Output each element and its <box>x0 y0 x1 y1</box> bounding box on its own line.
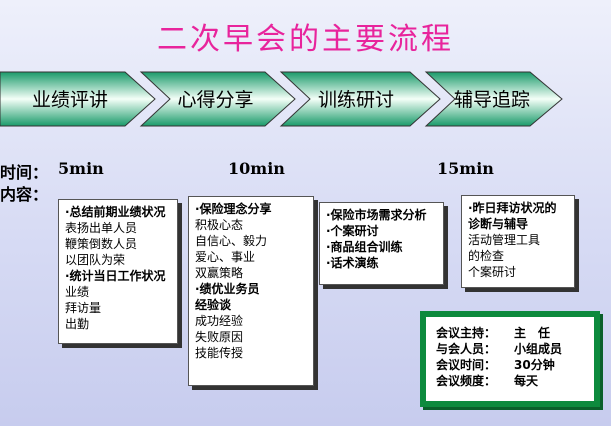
info-row: 会议频度： 每天 <box>436 373 588 389</box>
box-line: 出勤 <box>65 317 90 331</box>
time-value-3: 15min <box>437 159 494 178</box>
step-label-1: 业绩评讲 <box>31 89 108 111</box>
content-box-coaching: ·昨日拜访状况的诊断与辅导活动管理工具的检查个案研讨 <box>461 195 575 288</box>
box-line: 技能传授 <box>195 346 244 360</box>
box-line: 拜访量 <box>65 301 102 315</box>
info-key: 会议频度： <box>436 374 497 388</box>
info-key: 会议时间： <box>436 358 497 372</box>
step-label-3: 训练研讨 <box>317 89 394 111</box>
box-line: ·保险理念分享 <box>195 202 272 216</box>
box-line: 自信心、毅力 <box>195 234 268 248</box>
info-value: 小组成员 <box>514 342 563 356</box>
box-line: 积极心态 <box>195 218 244 232</box>
arrow-segment-4 <box>424 71 563 127</box>
info-row: 会议时间： 30分钟 <box>436 357 588 373</box>
box-line: ·总结前期业绩状况 <box>65 205 166 219</box>
box-line: 个案研讨 <box>468 265 517 279</box>
time-value-1: 5min <box>58 159 104 178</box>
content-box-performance: ·总结前期业绩状况表扬出单人员鞭策倒数人员以团队为荣 ·统计当日工作状况业绩拜访量… <box>58 199 178 344</box>
box-line: ·商品组合训练 <box>326 240 403 254</box>
arrow-segment-1 <box>0 71 156 127</box>
info-key: 会议主持： <box>436 326 497 340</box>
info-row: 会议主持： 主 任 <box>436 325 588 341</box>
meeting-info-content: 会议主持： 主 任与会人员： 小组成员会议时间： 30分钟会议频度： 每天 <box>426 317 594 401</box>
box-line: 表扬出单人员 <box>65 221 138 235</box>
box-line: 经验谈 <box>195 298 232 312</box>
step-label-4: 辅导追踪 <box>453 89 530 111</box>
info-value: 每天 <box>514 374 539 388</box>
content-row-label: 内容： <box>0 185 49 204</box>
box-line: 鞭策倒数人员 <box>65 237 138 251</box>
info-key: 与会人员： <box>436 342 497 356</box>
meeting-info-panel: 会议主持： 主 任与会人员： 小组成员会议时间： 30分钟会议频度： 每天 <box>420 311 600 407</box>
info-value: 30分钟 <box>514 358 555 372</box>
box-line: 以团队为荣 <box>65 253 126 267</box>
box-line: 成功经验 <box>195 314 244 328</box>
box-line: 双赢策略 <box>195 266 244 280</box>
time-value-2: 10min <box>228 159 285 178</box>
box-line: ·绩优业务员 <box>195 282 260 296</box>
content-box-training: ·保险市场需求分析 ·个案研讨 ·商品组合训练 ·话术演练 <box>319 202 444 285</box>
step-label-2: 心得分享 <box>177 89 254 111</box>
info-row: 与会人员： 小组成员 <box>436 341 588 357</box>
box-line: ·个案研讨 <box>326 224 379 238</box>
box-line: 失败原因 <box>195 330 244 344</box>
arrow-segment-3 <box>279 71 441 127</box>
box-line: 活动管理工具 <box>468 233 541 247</box>
info-value: 主 任 <box>514 326 551 340</box>
content-box-sharing: ·保险理念分享积极心态自信心、毅力爱心、事业双赢策略 ·绩优业务员经验谈成功经验失… <box>188 196 314 386</box>
box-line: 爱心、事业 <box>195 250 256 264</box>
box-line: ·昨日拜访状况的 <box>468 201 557 215</box>
page-title: 二次早会的主要流程 <box>157 22 454 57</box>
box-line: 的检查 <box>468 249 505 263</box>
arrow-segment-2 <box>139 71 296 127</box>
time-row-label: 时间： <box>0 163 49 182</box>
box-line: 诊断与辅导 <box>468 217 529 231</box>
box-line: ·统计当日工作状况 <box>65 269 166 283</box>
box-line: ·话术演练 <box>326 256 379 270</box>
process-arrow-band <box>0 71 563 127</box>
box-line: ·保险市场需求分析 <box>326 208 427 222</box>
box-line: 业绩 <box>65 285 90 299</box>
